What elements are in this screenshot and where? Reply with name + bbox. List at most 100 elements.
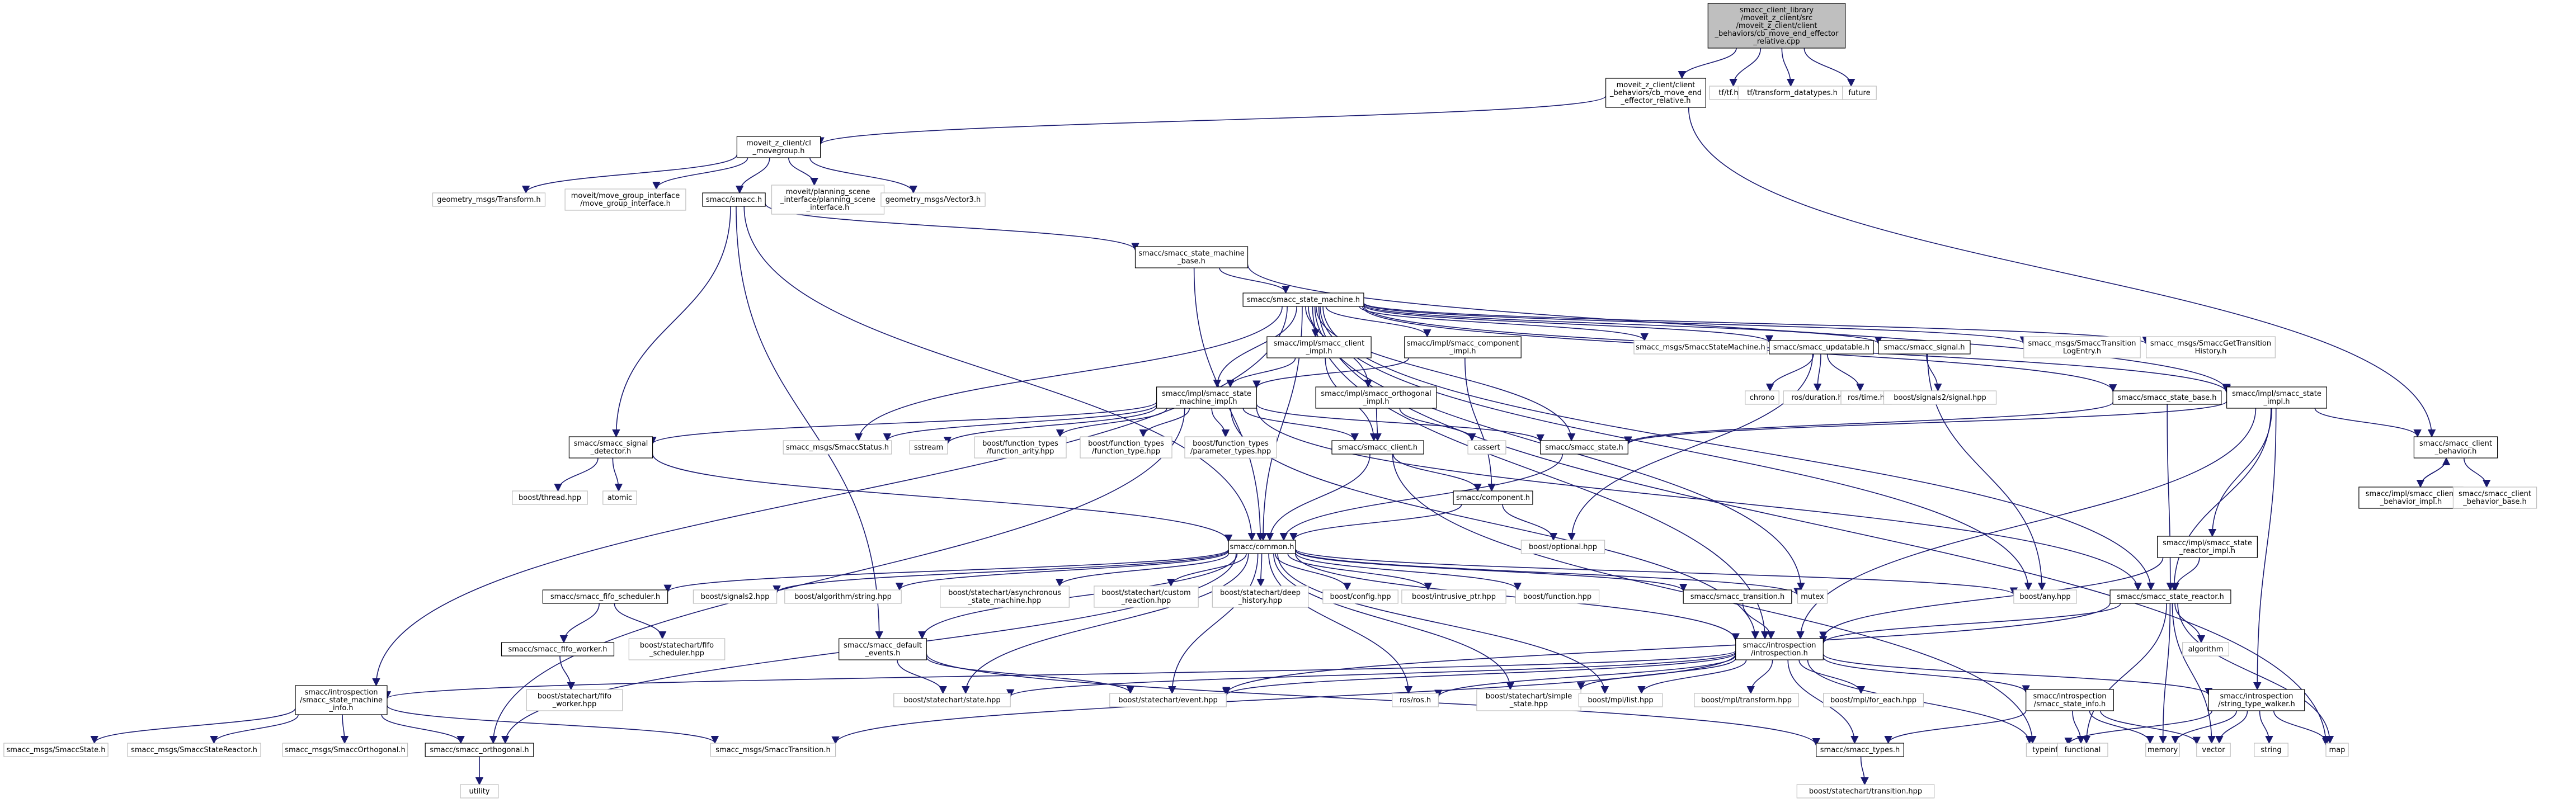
edge-state-impl-to-state-reactor	[2170, 408, 2272, 591]
node-label: boost/thread.hpp	[519, 494, 581, 502]
node-orth-impl[interactable]: smacc/impl/smacc_orthogonal_impl.h	[1315, 386, 1437, 409]
node-introspection[interactable]: smacc/introspection/introspection.h	[1735, 638, 1824, 660]
node-sc-simple: boost/statechart/simple_state.hpp	[1476, 689, 1581, 711]
node-cl-movegroup[interactable]: moveit_z_client/cl_movegroup.h	[736, 136, 821, 158]
node-sm-info[interactable]: smacc/introspection/smacc_state_machine_…	[295, 685, 388, 715]
node-client-h[interactable]: smacc/smacc_client.h	[1331, 440, 1424, 455]
node-fifo-sched[interactable]: smacc/smacc_fifo_scheduler.h	[542, 589, 668, 604]
node-state-reactor[interactable]: smacc/smacc_state_reactor.h	[2109, 589, 2231, 604]
node-sr-impl[interactable]: smacc/impl/smacc_state_reactor_impl.h	[2157, 536, 2258, 558]
node-box	[127, 743, 261, 757]
node-label: _reaction.hpp	[1121, 597, 1171, 605]
node-default-events[interactable]: smacc/smacc_default_events.h	[839, 638, 927, 660]
node-label: smacc/smacc_fifo_worker.h	[508, 645, 607, 654]
node-box	[736, 136, 821, 158]
node-label: geometry_msgs/Transform.h	[437, 196, 540, 204]
node-box	[2413, 436, 2498, 459]
node-box	[1878, 340, 1971, 355]
node-state-impl[interactable]: smacc/impl/smacc_state_impl.h	[2226, 386, 2328, 409]
node-root[interactable]: smacc_client_library/moveit_z_client/src…	[1707, 3, 1846, 49]
edge-sr-impl-to-state-reactor	[2171, 557, 2200, 591]
node-signal[interactable]: smacc/smacc_signal.h	[1878, 340, 1971, 355]
edge-state-machine-to-msg-status	[854, 306, 1283, 442]
node-label: _scheduler.hpp	[649, 649, 704, 658]
node-component-h[interactable]: smacc/component.h	[1453, 490, 1533, 505]
node-transition-h[interactable]: smacc/smacc_transition.h	[1683, 589, 1792, 604]
node-box	[1745, 390, 1779, 405]
node-label: boost/optional.hpp	[1529, 543, 1597, 551]
node-label: smacc/smacc.h	[706, 196, 762, 204]
node-box	[282, 743, 408, 757]
node-label: boost/mpl/transform.hpp	[1701, 696, 1792, 705]
node-client-behavior[interactable]: smacc/smacc_client_behavior.h	[2413, 436, 2498, 459]
node-box	[1322, 589, 1398, 604]
node-types-h[interactable]: smacc/smacc_types.h	[1816, 743, 1904, 757]
node-sc-transition: boost/statechart/transition.hpp	[1796, 784, 1935, 799]
node-label: boost/statechart/deep	[1220, 589, 1301, 597]
node-memory: memory	[2145, 743, 2180, 757]
edge-sm-impl-to-signal-detector	[648, 402, 1157, 445]
node-box	[702, 192, 766, 207]
node-label: smacc_msgs/SmaccStateMachine.h	[1636, 343, 1765, 352]
node-label: _interface/planning_scene	[780, 196, 875, 204]
node-updatable[interactable]: smacc/smacc_updatable.h	[1769, 340, 1874, 355]
node-label: boost/statechart/state.hpp	[903, 696, 1000, 705]
node-box	[1266, 336, 1372, 358]
node-label: smacc/introspection	[1743, 641, 1816, 650]
node-label: _behaviors/cb_move_end	[1609, 89, 1702, 97]
node-box	[1315, 386, 1437, 409]
node-label: memory	[2148, 746, 2178, 754]
node-signal-detector[interactable]: smacc/smacc_signal_detector.h	[568, 436, 653, 459]
node-ft-param: boost/function_types/parameter_types.hpp	[1184, 436, 1277, 459]
node-component-impl[interactable]: smacc/impl/smacc_component_impl.h	[1404, 336, 1522, 358]
node-cb-mee[interactable]: moveit_z_client/client_behaviors/cb_move…	[1605, 78, 1707, 108]
node-state-base[interactable]: smacc/smacc_state_base.h	[2112, 390, 2222, 405]
edge-sm-impl-to-orthogonal-h	[489, 408, 1185, 744]
node-box	[2196, 743, 2231, 757]
node-label: mutex	[1801, 593, 1824, 601]
edge-state-reactor-to-map	[2177, 603, 2334, 744]
edge-state-machine-to-map	[1318, 306, 2330, 746]
edge-state-machine-to-msg-gth	[1363, 302, 2150, 345]
node-label: boost/statechart/fifo	[640, 641, 714, 650]
node-label: smacc/smacc_client	[2459, 490, 2531, 498]
node-mutex: mutex	[1797, 589, 1828, 604]
node-orthogonal-h[interactable]: smacc/smacc_orthogonal.h	[425, 743, 534, 757]
node-functional: functional	[2057, 743, 2108, 757]
edge-introspection-to-types-h	[1787, 659, 1859, 744]
node-label: algorithm	[2188, 645, 2224, 654]
node-box	[783, 440, 892, 455]
node-box	[1694, 693, 1799, 707]
node-state-machine[interactable]: smacc/smacc_state_machine.h	[1242, 292, 1364, 307]
node-smacc-h[interactable]: smacc/smacc.h	[702, 192, 766, 207]
edge-introspection-to-mpl-foreach	[1798, 659, 1866, 695]
node-algorithm: algorithm	[2182, 642, 2229, 656]
edge-state-info-to-types-h	[1884, 710, 2027, 744]
edge-introspection-to-sc-state	[1006, 651, 1736, 698]
node-label: smacc/impl/smacc_state	[1162, 390, 1251, 398]
node-sc-state: boost/statechart/state.hpp	[893, 693, 1011, 707]
node-state-h[interactable]: smacc/smacc_state.h	[1540, 440, 1628, 455]
edge-str-walker-to-map	[2273, 710, 2330, 744]
node-state-info[interactable]: smacc/introspection/smacc_state_info.h	[2026, 689, 2114, 711]
node-box	[526, 689, 623, 711]
node-fifo-worker[interactable]: smacc/smacc_fifo_worker.h	[501, 642, 615, 656]
node-common-h[interactable]: smacc/common.h	[1228, 540, 1296, 554]
node-sm-base[interactable]: smacc/smacc_state_machine_base.h	[1134, 246, 1249, 268]
node-str-walker[interactable]: smacc/introspection/string_type_walker.h	[2208, 689, 2305, 711]
node-box	[3, 743, 109, 757]
node-geo-transform: geometry_msgs/Transform.h	[432, 192, 546, 207]
edge-signal-detector-to-atomic	[612, 457, 623, 492]
node-intrusive-ptr: boost/intrusive_ptr.hpp	[1401, 589, 1506, 604]
edge-state-base-to-state-reactor	[2166, 404, 2174, 591]
node-client-impl[interactable]: smacc/impl/smacc_client_impl.h	[1266, 336, 1372, 358]
node-box	[880, 192, 986, 207]
node-box	[909, 440, 948, 455]
node-label: smacc/impl/smacc_state	[2163, 539, 2252, 547]
node-cb-impl[interactable]: smacc/impl/smacc_client_behavior_impl.h	[2358, 486, 2464, 509]
edge-layer	[90, 48, 2491, 786]
node-chrono: chrono	[1745, 390, 1779, 405]
node-label: /moveit_z_client/client	[1736, 22, 1817, 30]
node-sm-impl[interactable]: smacc/impl/smacc_state_machine_impl.h	[1156, 386, 1258, 409]
